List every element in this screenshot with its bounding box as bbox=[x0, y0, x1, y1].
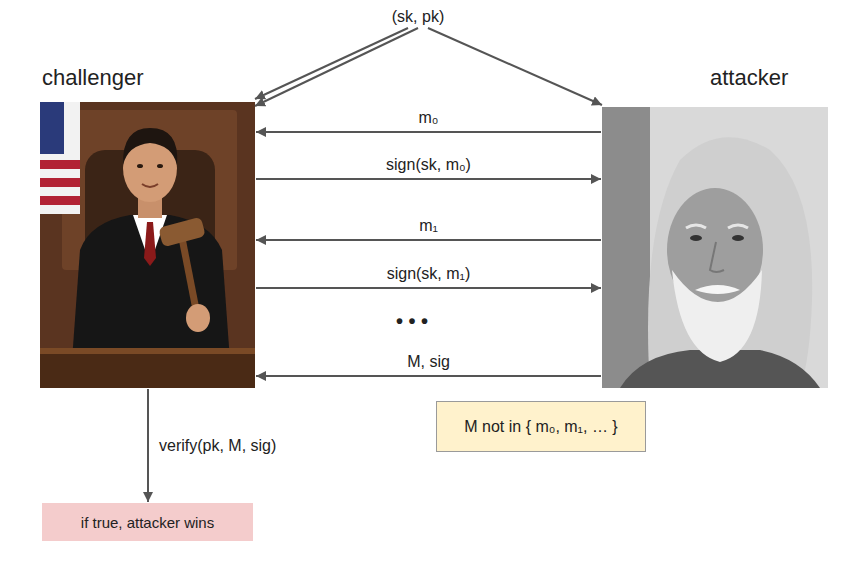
edge-label: sign(sk, m₀) bbox=[383, 156, 474, 174]
eye bbox=[732, 235, 744, 241]
gavel-head bbox=[158, 217, 206, 248]
photo-background bbox=[602, 107, 828, 388]
beard bbox=[672, 270, 762, 362]
condition-note: M not in { m₀, m₁, … } bbox=[436, 401, 646, 452]
flag-stripe bbox=[40, 196, 80, 205]
bearded-man-illustration bbox=[602, 107, 828, 388]
edge-label: m₁ bbox=[416, 217, 441, 235]
mustache bbox=[695, 285, 740, 294]
edge-label: verify(pk, M, sig) bbox=[156, 437, 279, 455]
key-pair: (sk, pk) bbox=[390, 8, 446, 26]
long-hair bbox=[648, 137, 812, 388]
node-text: if true, attacker wins bbox=[81, 514, 214, 531]
judge-illustration bbox=[40, 102, 255, 388]
message-arrow bbox=[256, 287, 601, 289]
edge-label: m₀ bbox=[416, 109, 442, 127]
eye bbox=[137, 164, 143, 168]
figure-heading: attacker bbox=[602, 62, 828, 91]
message-arrow bbox=[256, 239, 601, 241]
message-arrow bbox=[147, 389, 149, 502]
message-arrow bbox=[255, 28, 418, 106]
flag-stripe bbox=[40, 160, 80, 169]
message-arrow bbox=[255, 28, 408, 99]
hand bbox=[186, 304, 210, 332]
flag-stripe bbox=[40, 178, 80, 187]
message-arrow bbox=[428, 28, 602, 105]
ellipsis-mark: • • • bbox=[396, 310, 428, 333]
edge-label: sign(sk, m₁) bbox=[384, 265, 474, 283]
wood-wall bbox=[40, 102, 255, 388]
message-arrow bbox=[256, 178, 601, 180]
eyebrows bbox=[686, 225, 748, 228]
desk bbox=[40, 354, 255, 388]
flag-canton bbox=[40, 102, 64, 154]
eye bbox=[157, 164, 163, 168]
mouth bbox=[142, 184, 158, 187]
photo-shadow bbox=[602, 107, 650, 388]
tie bbox=[144, 222, 156, 266]
nose bbox=[710, 242, 724, 272]
hair bbox=[123, 128, 177, 165]
message-arrow bbox=[256, 131, 601, 133]
eye bbox=[690, 235, 702, 241]
message-arrow bbox=[256, 375, 601, 377]
desk-top bbox=[40, 348, 255, 354]
node-text: (sk, pk) bbox=[392, 8, 444, 26]
attacker-figure: attacker bbox=[602, 62, 828, 388]
outcome-box: if true, attacker wins bbox=[42, 503, 253, 541]
edge-label: M, sig bbox=[404, 353, 453, 371]
node-text: M not in { m₀, m₁, … } bbox=[464, 418, 617, 436]
figure-heading: challenger bbox=[40, 62, 255, 91]
flag bbox=[40, 102, 80, 214]
challenger-figure: challenger bbox=[40, 62, 255, 388]
